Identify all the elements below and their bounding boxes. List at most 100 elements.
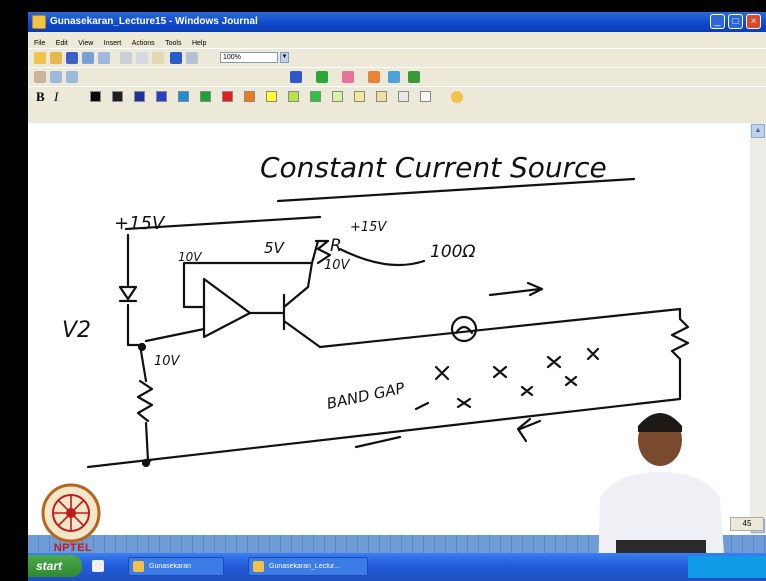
menu-view[interactable]: View: [78, 40, 94, 47]
menu-edit[interactable]: Edit: [55, 40, 68, 47]
color-swatch[interactable]: [420, 91, 431, 102]
current-arrow-top: [488, 281, 544, 297]
italic-button[interactable]: I: [54, 89, 59, 104]
heading-text: Constant Current Source: [260, 151, 607, 184]
save-icon[interactable]: [66, 52, 78, 64]
pen-toolbar: [28, 67, 766, 86]
color-swatch[interactable]: [398, 91, 409, 102]
highlighter-icon[interactable]: [316, 71, 328, 83]
taskbar-item-folder[interactable]: Gunasekaran: [128, 557, 224, 576]
r-leader: [338, 247, 426, 267]
zoom-dropdown-icon[interactable]: ▼: [280, 52, 289, 63]
minimize-button[interactable]: _: [710, 14, 725, 29]
heading-underline: [276, 177, 636, 203]
label-100ohm: 100Ω: [430, 242, 475, 262]
electron-marks: [414, 347, 600, 411]
label-band-gap: BAND GAP: [325, 379, 407, 413]
color-swatch[interactable]: [266, 91, 277, 102]
label-r: R: [330, 236, 342, 256]
menu-tools[interactable]: Tools: [165, 40, 182, 47]
start-button[interactable]: start: [28, 555, 82, 577]
taskbar-item-label: Gunasekaran: [149, 563, 192, 570]
maximize-button[interactable]: □: [728, 14, 743, 29]
load-loop: [86, 307, 690, 469]
horizontal-scrollbar[interactable]: [28, 535, 766, 553]
label-5v: 5V: [264, 239, 286, 257]
color-swatch[interactable]: [288, 91, 299, 102]
lamp: [450, 315, 478, 343]
label-plus15: +15V: [350, 220, 387, 235]
current-arrow-bottom: [516, 417, 542, 443]
taskbar: start Gunasekaran Gunasekaran_Lectur...: [28, 553, 766, 581]
cut-icon[interactable]: [120, 52, 132, 64]
taskbar-item-journal[interactable]: Gunasekaran_Lectur...: [248, 557, 368, 576]
menu-help[interactable]: Help: [191, 40, 207, 47]
hand-pan-icon[interactable]: [34, 71, 46, 83]
label-v2: V2: [62, 318, 91, 343]
system-tray: [688, 556, 766, 578]
paste-icon[interactable]: [152, 52, 164, 64]
bottom-resistor: [136, 343, 154, 463]
zoom-field[interactable]: 100%: [220, 52, 278, 63]
nptel-logo-icon: [41, 483, 101, 543]
taskbar-item-label: Gunasekaran_Lectur...: [269, 563, 340, 570]
color-swatch[interactable]: [178, 91, 189, 102]
label-10v-bottom: 10V: [154, 354, 181, 369]
color-swatch[interactable]: [112, 91, 123, 102]
title-bar[interactable]: Gunasekaran_Lecture15 - Windows Journal …: [28, 12, 766, 32]
zoom-in-icon[interactable]: [50, 71, 62, 83]
copy-icon[interactable]: [136, 52, 148, 64]
label-10v-left: 10V: [178, 250, 202, 264]
format-toolbar: B I: [28, 86, 766, 106]
video-black-border: [0, 0, 28, 581]
journal-app-icon: [32, 15, 46, 29]
open-folder-icon[interactable]: [50, 52, 62, 64]
insert-space-icon[interactable]: [388, 71, 400, 83]
standard-toolbar: 100% ▼: [28, 48, 766, 67]
zoom-out-icon[interactable]: [66, 71, 78, 83]
minus-bar: [354, 435, 402, 449]
color-swatch[interactable]: [200, 91, 211, 102]
page-number: 45: [730, 517, 764, 531]
color-picker-icon[interactable]: [451, 91, 463, 103]
menu-file[interactable]: File: [34, 40, 46, 47]
note-canvas[interactable]: Constant Current Source +15V 10V 5V R +1…: [28, 123, 750, 535]
scroll-up-icon[interactable]: ▲: [751, 124, 765, 138]
new-note-icon[interactable]: [34, 52, 46, 64]
bold-button[interactable]: B: [36, 89, 45, 104]
color-swatch[interactable]: [244, 91, 255, 102]
transistor: [248, 285, 322, 349]
menu-bar: File Edit View Insert Actions Tools Help: [28, 32, 766, 47]
color-swatch[interactable]: [156, 91, 167, 102]
print-icon[interactable]: [82, 52, 94, 64]
journal-icon: [253, 561, 264, 572]
pen-icon[interactable]: [290, 71, 302, 83]
color-swatch[interactable]: [332, 91, 343, 102]
label-supply-top: +15V: [114, 213, 166, 234]
opamp-feedback: [182, 261, 314, 309]
close-button[interactable]: ×: [746, 14, 761, 29]
emitter-resistor: [306, 239, 332, 289]
menu-insert[interactable]: Insert: [103, 40, 122, 47]
lasso-icon[interactable]: [368, 71, 380, 83]
label-10v-emitter: 10V: [324, 258, 351, 273]
color-swatch[interactable]: [222, 91, 233, 102]
opamp-input: [144, 327, 206, 343]
zener-branch: [118, 233, 142, 347]
color-swatch[interactable]: [354, 91, 365, 102]
color-swatch[interactable]: [90, 91, 101, 102]
menu-actions[interactable]: Actions: [131, 40, 155, 47]
flag-icon[interactable]: [408, 71, 420, 83]
redo-icon[interactable]: [186, 52, 198, 64]
opamp: [202, 277, 252, 339]
vertical-scrollbar[interactable]: ▲ ▼: [750, 123, 766, 535]
eraser-icon[interactable]: [342, 71, 354, 83]
show-desktop-icon[interactable]: [92, 560, 104, 572]
window-title: Gunasekaran_Lecture15 - Windows Journal: [50, 16, 258, 27]
undo-icon[interactable]: [170, 52, 182, 64]
color-swatch[interactable]: [310, 91, 321, 102]
handwriting-layer: Constant Current Source +15V 10V 5V R +1…: [62, 151, 690, 469]
color-swatch[interactable]: [134, 91, 145, 102]
color-swatch[interactable]: [376, 91, 387, 102]
find-icon[interactable]: [98, 52, 110, 64]
